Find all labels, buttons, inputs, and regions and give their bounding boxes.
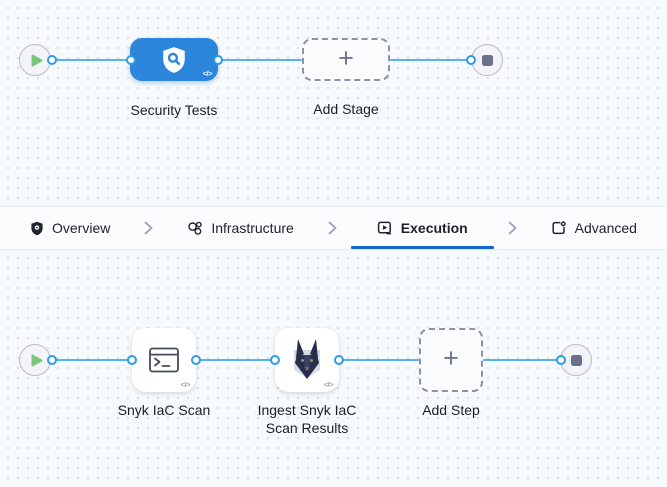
tab-label: Infrastructure: [211, 220, 294, 236]
tab-label: Advanced: [574, 220, 637, 236]
pipeline-start-node: [19, 44, 51, 76]
chevron-right-icon: [144, 221, 153, 235]
connector-line: [52, 58, 131, 62]
advanced-gear-icon: [551, 220, 567, 236]
connector-line: [483, 358, 561, 362]
connector-point: [47, 355, 57, 365]
connector-line: [52, 358, 132, 362]
connector-point: [466, 55, 476, 65]
shield-search-icon: [161, 46, 187, 74]
code-badge: </>: [180, 380, 191, 389]
connector-line: [196, 358, 275, 362]
connector-line: [390, 58, 471, 62]
connector-point: [127, 355, 137, 365]
code-badge: </>: [202, 69, 213, 78]
stage-canvas[interactable]: </> + Security Tests Add Stage: [0, 0, 667, 206]
connector-point: [126, 55, 136, 65]
tab-overview[interactable]: Overview: [10, 207, 130, 249]
tab-execution[interactable]: Execution: [350, 207, 494, 249]
execution-icon: [377, 220, 393, 236]
snyk-dog-icon: [288, 338, 326, 382]
plus-icon: +: [443, 343, 459, 373]
plus-icon: +: [338, 42, 354, 73]
connector-point: [191, 355, 201, 365]
terminal-icon: [148, 346, 180, 374]
step-label: Snyk IaC Scan: [117, 402, 211, 418]
connector-point: [556, 355, 566, 365]
add-stage-label: Add Stage: [313, 101, 379, 117]
chevron-right-icon: [508, 221, 517, 235]
connector-point: [334, 355, 344, 365]
add-stage-button[interactable]: +: [302, 38, 390, 81]
connector-line: [339, 358, 419, 362]
infrastructure-icon: [187, 221, 203, 236]
chevron-right-icon: [328, 221, 337, 235]
stop-icon: [481, 54, 493, 66]
tab-label: Overview: [52, 220, 111, 236]
stage-tab-bar: Overview Infrastructure: [0, 206, 667, 250]
step-label: Ingest Snyk IaC Scan Results: [257, 402, 357, 436]
connector-line: [218, 58, 302, 62]
tab-infrastructure[interactable]: Infrastructure: [167, 207, 313, 249]
shield-icon: [30, 221, 44, 236]
tab-label: Execution: [400, 220, 468, 236]
step-node-snyk-iac-scan[interactable]: </>: [132, 328, 196, 392]
execution-start-node: [19, 344, 51, 376]
tab-advanced[interactable]: Advanced: [531, 207, 657, 249]
add-step-button[interactable]: +: [419, 328, 483, 392]
play-icon: [31, 354, 43, 367]
play-icon: [31, 54, 43, 67]
code-badge: </>: [323, 380, 334, 389]
add-step-label: Add Step: [422, 402, 480, 418]
stage-node-security-tests[interactable]: </>: [130, 38, 218, 81]
stop-icon: [570, 354, 582, 366]
stage-label: Security Tests: [130, 102, 218, 118]
execution-canvas[interactable]: </> </> +: [0, 250, 667, 487]
connector-point: [270, 355, 280, 365]
connector-point: [47, 55, 57, 65]
connector-point: [213, 55, 223, 65]
step-node-ingest-snyk-results[interactable]: </>: [275, 328, 339, 392]
